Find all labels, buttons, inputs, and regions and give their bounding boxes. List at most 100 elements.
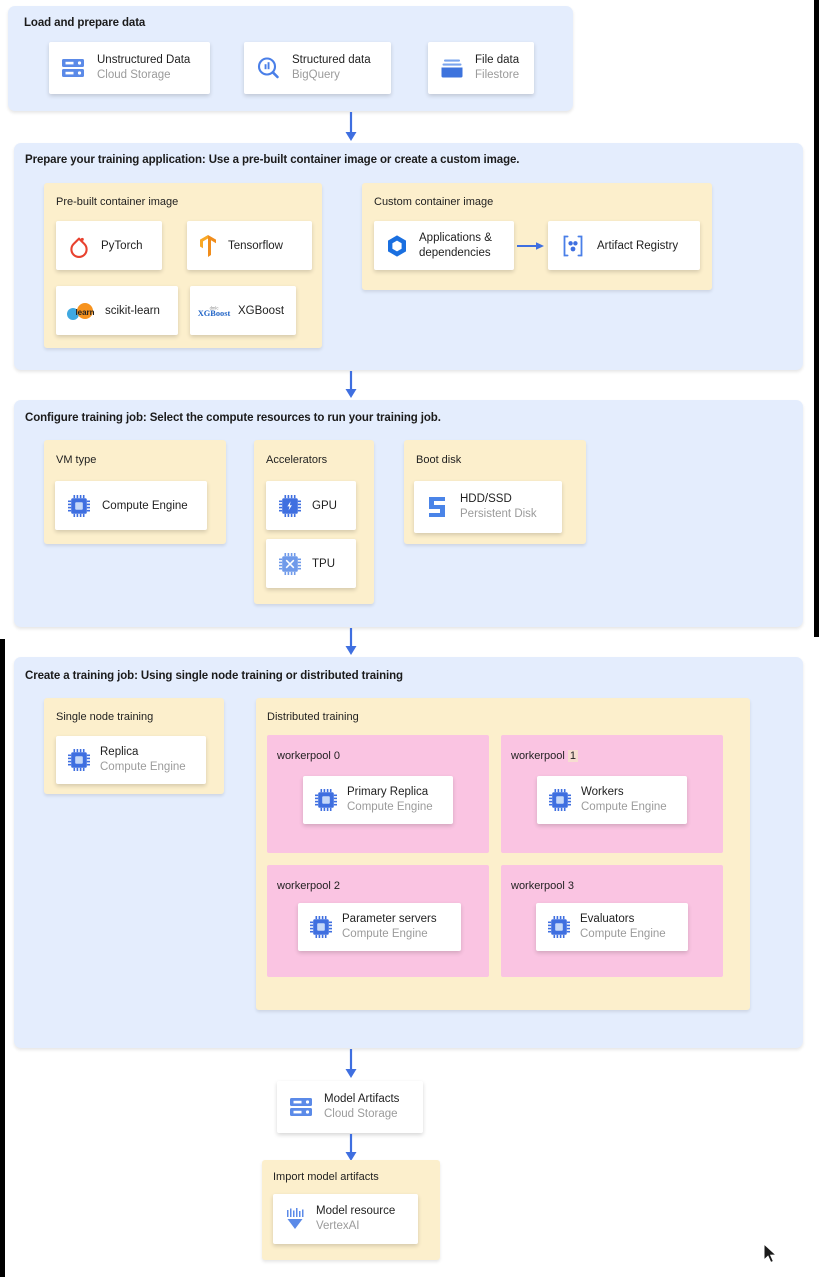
card-replica[interactable]: Replica Compute Engine <box>56 736 206 784</box>
card-primary-label: Primary Replica <box>347 786 429 798</box>
card-tpu[interactable]: TPU <box>266 539 356 588</box>
card-primary-label: PyTorch <box>101 239 143 252</box>
card-text: Unstructured Data Cloud Storage <box>97 53 190 83</box>
right-edge-bar <box>814 0 819 637</box>
card-secondary-label: Cloud Storage <box>324 1108 398 1120</box>
artifact-registry-icon <box>560 234 586 258</box>
stage-title-prepare: Prepare your training application: Use a… <box>25 154 520 166</box>
card-secondary-label: Compute Engine <box>100 761 186 773</box>
card-scikit-learn[interactable]: learn scikit-learn <box>56 286 178 335</box>
card-secondary-label: BigQuery <box>292 69 340 81</box>
group-title-distributed: Distributed training <box>267 711 359 723</box>
card-secondary-label: Compute Engine <box>347 801 433 813</box>
card-tensorflow[interactable]: Tensorflow <box>187 221 312 270</box>
gpu-icon <box>278 494 302 518</box>
card-unstructured-data[interactable]: Unstructured Data Cloud Storage <box>49 42 210 94</box>
card-text: Model Artifacts Cloud Storage <box>324 1092 399 1122</box>
cloud-storage-icon <box>61 57 85 79</box>
compute-engine-icon <box>67 748 91 772</box>
stage-title-create: Create a training job: Using single node… <box>25 670 403 682</box>
card-primary-label: Model Artifacts <box>324 1093 400 1105</box>
card-primary-label: Workers <box>581 786 624 798</box>
group-title-vm-type: VM type <box>56 454 97 466</box>
card-structured-data[interactable]: Structured data BigQuery <box>244 42 391 94</box>
left-edge-bar <box>0 639 5 1277</box>
card-parameter-servers[interactable]: Parameter servers Compute Engine <box>298 903 472 962</box>
card-text: Applications & dependencies <box>419 231 492 261</box>
card-primary-label: Model resource <box>316 1205 396 1217</box>
card-primary-label: HDD/SSD <box>460 493 512 505</box>
cloud-storage-icon <box>289 1096 313 1118</box>
card-model-artifacts[interactable]: Model Artifacts Cloud Storage <box>277 1081 423 1133</box>
card-text: File data Filestore <box>475 53 519 83</box>
stage-title-load: Load and prepare data <box>24 17 146 29</box>
scikit-learn-icon: learn <box>66 300 96 322</box>
svg-text:learn: learn <box>75 308 94 317</box>
card-gpu[interactable]: GPU <box>266 481 356 530</box>
svg-text:dmlc: dmlc <box>210 305 219 310</box>
flow-arrow-3 <box>343 628 359 656</box>
card-primary-label: Artifact Registry <box>597 239 679 252</box>
workerpool-1-label: workerpool 1 <box>511 750 578 762</box>
card-persistent-disk[interactable]: HDD/SSD Persistent Disk <box>414 481 562 533</box>
workerpool-label-text: workerpool <box>277 750 331 762</box>
flow-arrow-1 <box>343 112 359 142</box>
card-secondary-label: Compute Engine <box>581 801 667 813</box>
card-primary-label: Unstructured Data <box>97 54 191 66</box>
card-model-resource[interactable]: Model resource VertexAI <box>273 1194 418 1244</box>
card-xgboost[interactable]: dmlc XGBoost XGBoost <box>190 286 296 335</box>
card-artifact-registry[interactable]: Artifact Registry <box>548 221 700 270</box>
card-primary-label: Applications & <box>419 231 492 244</box>
workerpool-3-label: workerpool 3 <box>511 880 574 892</box>
workerpool-label-text: workerpool <box>277 880 331 892</box>
card-text: Primary Replica Compute Engine <box>347 785 433 815</box>
card-primary-label2: dependencies <box>419 246 491 259</box>
group-title-custom: Custom container image <box>374 196 494 208</box>
workerpool-label-text: workerpool <box>511 750 565 762</box>
card-secondary-label: Filestore <box>475 69 520 81</box>
card-primary-label: File data <box>475 54 520 66</box>
card-workers[interactable]: Workers Compute Engine <box>537 776 698 835</box>
svg-text:XGBoost: XGBoost <box>198 309 231 318</box>
tensorflow-icon <box>199 234 217 258</box>
card-secondary-label: Compute Engine <box>342 928 428 940</box>
card-primary-label: Compute Engine <box>102 499 188 512</box>
card-secondary-label: VertexAI <box>316 1220 360 1232</box>
applications-icon <box>385 234 409 258</box>
flow-arrow-4 <box>343 1049 359 1079</box>
card-primary-replica[interactable]: Primary Replica Compute Engine <box>303 776 464 835</box>
card-secondary-label: Compute Engine <box>580 928 666 940</box>
card-primary-label: Evaluators <box>580 913 635 925</box>
card-compute-engine-vm[interactable]: Compute Engine <box>55 481 207 530</box>
card-primary-label: XGBoost <box>238 304 285 317</box>
workerpool-index: 1 <box>567 750 578 762</box>
group-title-import-model-artifacts: Import model artifacts <box>273 1171 379 1183</box>
tpu-icon <box>278 552 302 576</box>
card-applications-dependencies[interactable]: Applications & dependencies <box>374 221 514 270</box>
mouse-cursor <box>763 1242 779 1265</box>
compute-engine-icon <box>309 915 333 939</box>
card-primary-label: GPU <box>312 499 337 512</box>
card-evaluators[interactable]: Evaluators Compute Engine <box>536 903 699 962</box>
xgboost-icon: dmlc XGBoost <box>198 300 230 322</box>
workerpool-label-text: workerpool <box>511 880 565 892</box>
workerpool-index: 0 <box>333 750 340 762</box>
card-text: Parameter servers Compute Engine <box>342 912 437 942</box>
group-title-pre-built: Pre-built container image <box>56 196 179 208</box>
workerpool-index: 3 <box>567 880 574 892</box>
card-primary-label: TPU <box>312 557 335 570</box>
card-primary-label: Structured data <box>292 54 371 66</box>
card-text: Structured data BigQuery <box>292 53 371 83</box>
card-secondary-label: Cloud Storage <box>97 69 171 81</box>
compute-engine-icon <box>314 788 338 812</box>
card-file-data[interactable]: File data Filestore <box>428 42 534 94</box>
card-primary-label: Replica <box>100 746 139 758</box>
bigquery-icon <box>256 56 280 80</box>
group-title-single-node: Single node training <box>56 711 154 723</box>
stage-title-configure: Configure training job: Select the compu… <box>25 412 441 424</box>
card-primary-label: Tensorflow <box>228 239 283 252</box>
card-text: Workers Compute Engine <box>581 785 667 815</box>
vertex-model-icon <box>284 1207 306 1231</box>
card-pytorch[interactable]: PyTorch <box>56 221 162 270</box>
